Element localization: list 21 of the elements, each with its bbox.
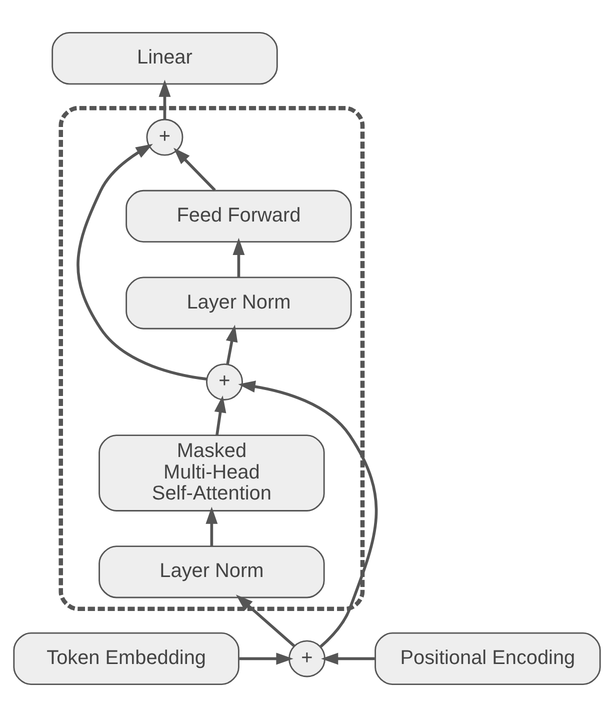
node-circle: + bbox=[146, 118, 184, 156]
node-box: Masked Multi-Head Self-Attention bbox=[98, 434, 325, 512]
arrow bbox=[214, 395, 226, 436]
node-circle: + bbox=[206, 363, 243, 400]
node-box: Layer Norm bbox=[126, 276, 352, 330]
arrow bbox=[206, 506, 218, 546]
arrow bbox=[173, 148, 216, 192]
arrow bbox=[236, 594, 296, 648]
arrow bbox=[232, 238, 245, 278]
node-box: Layer Norm bbox=[98, 546, 325, 598]
node-box: Linear bbox=[52, 32, 278, 85]
arrow bbox=[239, 652, 294, 665]
arrow bbox=[76, 144, 207, 380]
arrow bbox=[238, 380, 378, 648]
arrow bbox=[321, 652, 375, 665]
node-box: Feed Forward bbox=[126, 190, 352, 243]
node-circle: + bbox=[288, 640, 326, 678]
arrow bbox=[158, 80, 171, 120]
arrow bbox=[226, 324, 238, 365]
node-box: Token Embedding bbox=[13, 632, 240, 686]
node-box: Positional Encoding bbox=[374, 632, 601, 686]
